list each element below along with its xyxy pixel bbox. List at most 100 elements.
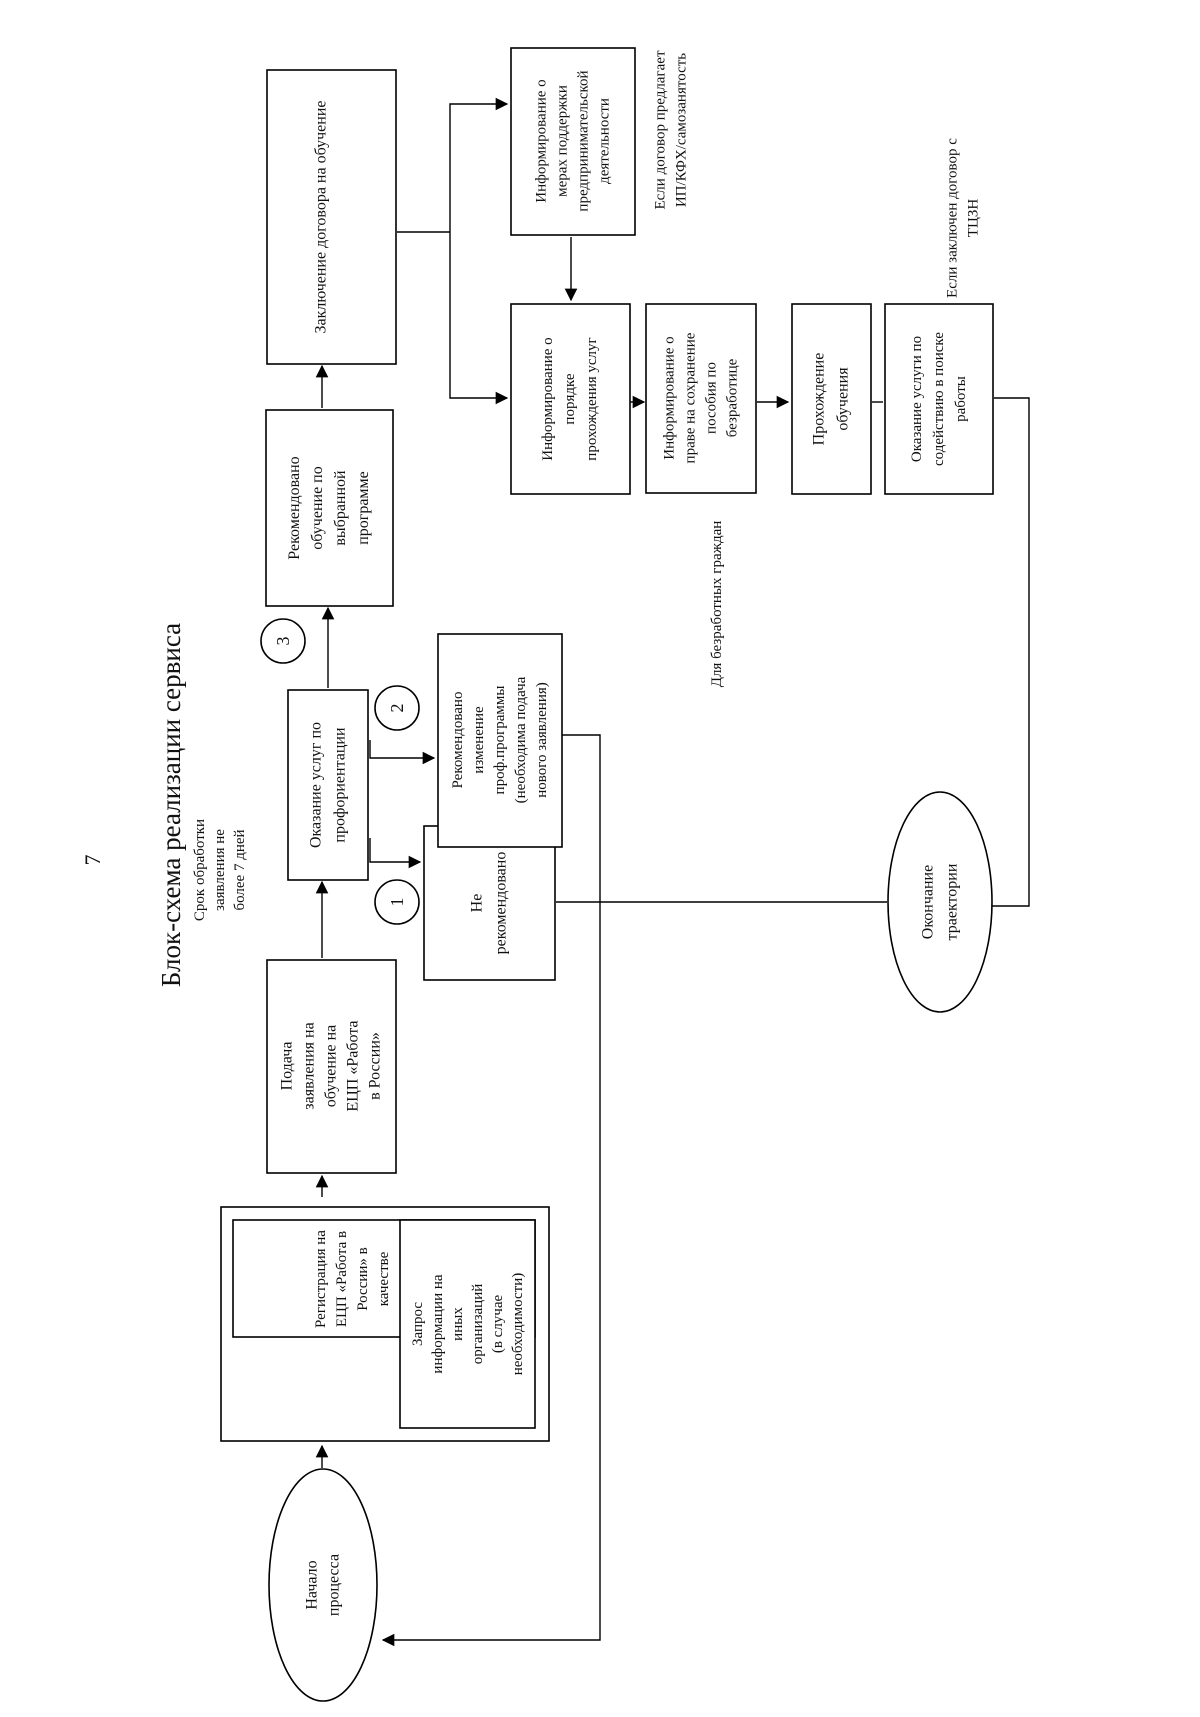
node-info-request-label-line: информации на [430,1274,446,1373]
page-title: Блок-схема реализации сервиса [156,623,186,987]
node-application: Подача заявления на обучение на ЕЦП «Работа… [266,959,397,1174]
annotation-employer-condition-line: Если заключен договор с [945,138,961,298]
node-start-label: Начало процесса [304,1554,343,1616]
node-entrepreneurship-info-label-line: Информирование о [534,79,550,202]
node-application-label-line: в России» [367,1032,384,1100]
connector-branch-to-entrepreneurship-info [449,97,509,232]
node-benefit-info-label-line: пособия по [704,362,720,434]
node-end-label-line: Окончание [920,865,937,939]
node-services-order-info: Информирование о порядке прохождения услуг [510,303,631,495]
node-career-guidance-label-line: профориентации [332,727,349,843]
option-marker-1: 1 [374,879,420,925]
node-not-recommended-label: Не рекомендовано [469,852,510,955]
node-group-initial: Регистрация на ЕЦП «Работа в России» в каче… [220,1206,550,1442]
node-program-change: Рекомендовано изменение проф.программы (нео… [437,633,563,848]
connector-branch-to-services-order-info [449,232,509,405]
node-program-change-label-line: (необходима подача [513,676,529,803]
node-entrepreneurship-info-label-line: деятельности [597,98,613,184]
node-training-recommended: Рекомендовано обучение по выбранной програм… [265,409,394,607]
node-program-change-label-line: изменение [471,706,487,774]
node-career-guidance-label-line: Оказание услуг по [308,722,325,848]
node-program-change-label-line: Рекомендовано [450,692,466,789]
node-training: Прохождение обучения [791,303,872,495]
node-services-order-info-label-line: прохождения услуг [584,337,600,460]
node-end-label-line: траектории [944,863,961,940]
connector-job-search-to-end [992,397,1030,907]
option-marker-3-label: 3 [273,637,293,646]
node-start: Начало процесса [268,1468,378,1702]
annotation-entrepreneurship-condition-line: Если договор предлагает [653,50,669,209]
node-not-recommended: Не рекомендовано [423,825,556,981]
node-training-recommended-label-line: обучение по [309,466,326,549]
node-services-order-info-label-line: Информирование о [540,337,556,460]
node-contract-label-line: Заключение договора на обучение [313,100,330,333]
node-info-request-label-line: (в случае [490,1294,506,1353]
node-not-recommended-label-line: рекомендовано [493,852,510,955]
node-program-change-label-line: нового заявления) [534,682,550,798]
annotation-entrepreneurship-condition-line: ИП/КФХ/самозанятость [674,53,690,207]
option-marker-1-label: 1 [387,898,407,907]
option-marker-2-label: 2 [387,704,407,713]
node-job-search-label-line: работы [953,376,969,422]
node-application-label-line: обучение на [323,1025,340,1108]
node-start-label-line: процесса [326,1554,343,1616]
option-marker-3: 3 [260,618,306,664]
node-registration-label-line: России» в [355,1247,371,1311]
node-benefit-info: Информирование о праве на сохранение пособ… [645,303,757,494]
node-entrepreneurship-info-label-line: мерах поддержки [555,85,571,197]
node-career-guidance-label: Оказание услуг по профориентации [308,722,349,848]
connectors [315,97,1030,1647]
node-training-label-line: Прохождение [811,353,828,446]
node-training-recommended-label-line: выбранной [332,470,349,546]
annotation-employer-condition: Если заключен договор с ТЦЗН [945,138,982,298]
node-not-recommended-label-line: Не [469,894,486,913]
node-contract-label: Заключение договора на обучение [313,100,330,333]
node-training-label: Прохождение обучения [811,353,852,446]
node-application-label: Подача заявления на обучение на ЕЦП «Работа… [279,1020,384,1111]
node-info-request-label-line: необходимости) [510,1273,526,1376]
option-marker-2: 2 [374,685,420,731]
node-training-recommended-label: Рекомендовано обучение по выбранной програм… [286,456,372,559]
annotation-employer-condition-line: ТЦЗН [966,199,982,238]
node-benefit-info-label-line: Информирование о [662,336,678,459]
node-start-label-line: Начало [304,1560,321,1609]
node-services-order-info-label: Информирование о порядке прохождения услуг [540,337,600,460]
node-program-change-label-line: проф.программы [492,686,508,795]
node-end-label: Окончание траектории [920,863,961,940]
node-benefit-info-label-line: безработице [725,358,741,437]
node-benefit-info-label: Информирование о праве на сохранение пособ… [662,332,741,463]
annotation-unemployed-only-line: Для безработных граждан [709,521,725,688]
node-training-label-line: обучения [835,367,852,431]
node-training-recommended-label-line: программе [355,471,372,545]
annotation-processing-time-line: более 7 дней [232,829,248,910]
node-application-label-line: Подача [279,1042,296,1091]
node-registration-label-line: Регистрация на [313,1230,329,1328]
node-services-order-info-label-line: порядке [562,373,578,424]
node-entrepreneurship-info-label-line: предпринимательской [576,70,592,211]
node-contract: Заключение договора на обучение [266,69,397,365]
node-entrepreneurship-info-label: Информирование о мерах поддержки предприни… [534,70,613,211]
annotation-processing-time-line: заявления не [212,829,228,911]
node-job-search-label-line: содействию в поиске [931,332,947,466]
node-program-change-label: Рекомендовано изменение проф.программы (нео… [450,676,550,803]
annotation-unemployed-only: Для безработных граждан [709,521,725,688]
node-registration-label-line: ЕЦП «Работа в [334,1231,350,1327]
annotation-entrepreneurship-condition: Если договор предлагает ИП/КФХ/самозанято… [653,50,690,209]
node-application-label-line: ЕЦП «Работа [345,1020,362,1111]
node-application-label-line: заявления на [301,1022,318,1109]
node-benefit-info-label-line: праве на сохранение [683,332,699,463]
node-training-recommended-label-line: Рекомендовано [286,456,303,559]
annotation-processing-time-line: Срок обработки [192,819,208,921]
node-registration-label-line: качестве [376,1251,392,1306]
node-entrepreneurship-info: Информирование о мерах поддержки предприни… [510,47,636,236]
node-info-request-label-line: Запрос [410,1302,426,1346]
node-career-guidance: Оказание услуг по профориентации [287,689,369,881]
connector-guidance-to-program-change [369,740,436,765]
page-number: 7 [80,855,105,866]
node-info-request-label-line: иных [450,1307,466,1341]
